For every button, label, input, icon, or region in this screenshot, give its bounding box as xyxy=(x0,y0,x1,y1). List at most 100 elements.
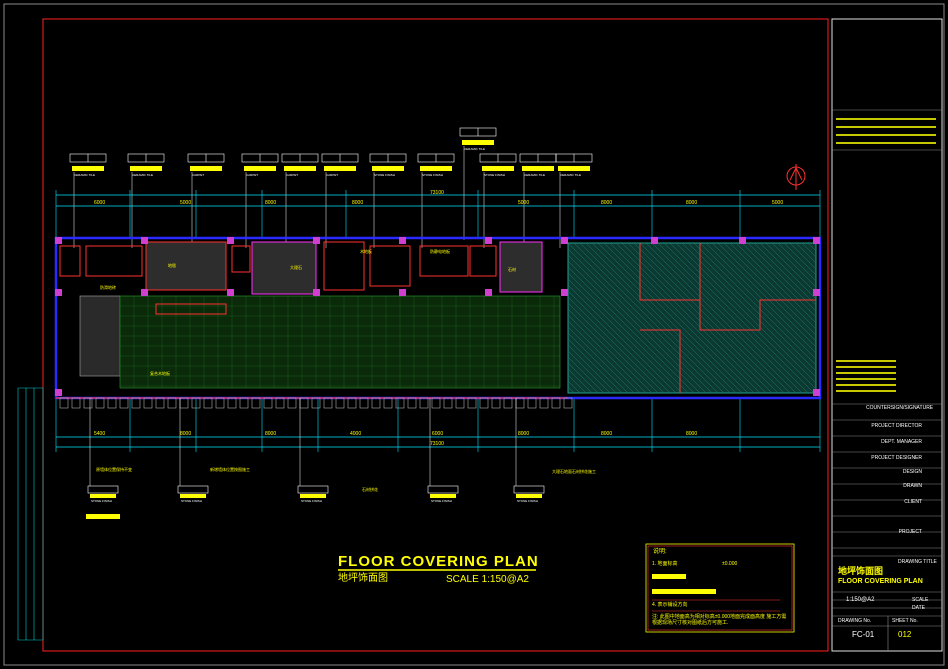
tag-bottom-label-4: STONE FINISH xyxy=(517,499,538,503)
facade-panel xyxy=(395,397,405,409)
hatch-line xyxy=(747,243,816,312)
hatch-line xyxy=(568,338,623,393)
structural-column xyxy=(399,237,406,244)
bottom-tag-box xyxy=(427,485,459,494)
tag-top-label-6: STONE FINISH xyxy=(374,173,395,177)
tag-top-label-1: CERAMIC TILE xyxy=(132,173,153,177)
facade-panel xyxy=(59,397,69,409)
tag-top-label-3: CARPET xyxy=(246,173,259,177)
dimension-bottom-6: 8000 xyxy=(601,431,613,437)
sheet-border xyxy=(42,18,829,652)
hatch-line xyxy=(597,243,749,393)
floor-plan xyxy=(54,236,822,409)
facade-panel xyxy=(491,397,501,409)
material-tag-bar xyxy=(482,166,514,171)
material-tag-bar xyxy=(462,140,494,145)
hatch-line xyxy=(771,243,816,288)
material-tag-bar xyxy=(284,166,316,171)
facade-panel xyxy=(539,397,549,409)
facade-panel xyxy=(203,397,213,409)
hatch-line xyxy=(777,243,816,282)
material-tag-bar xyxy=(130,166,162,171)
legend-elev: ±0.000 xyxy=(722,561,738,567)
hatch-line xyxy=(729,243,816,330)
hatch-line xyxy=(675,243,816,384)
hatch-line xyxy=(621,243,773,393)
tb-field-label-0: PROJECT DIRECTOR xyxy=(871,423,922,429)
facade-panel xyxy=(263,397,273,409)
hatch-area-left xyxy=(79,295,121,377)
bottom-tag-box xyxy=(87,485,119,494)
structural-column xyxy=(485,289,492,296)
tag-bottom-label-1: STONE FINISH xyxy=(181,499,202,503)
structural-column xyxy=(813,389,820,396)
facade-panel xyxy=(239,397,249,409)
drawing-title-cn: 地坪饰面图 xyxy=(338,573,388,584)
facade-panel xyxy=(119,397,129,409)
facade-panel xyxy=(167,397,177,409)
bottom-tag-bar xyxy=(516,494,542,498)
hatch-line xyxy=(789,243,816,270)
hatch-line xyxy=(615,243,767,393)
hatch-line xyxy=(568,266,695,393)
bottom-tag-bar xyxy=(430,494,456,498)
hatch-line xyxy=(681,243,816,378)
hatch-line xyxy=(711,243,816,348)
dimension-top-6: 8000 xyxy=(686,200,698,206)
hatch-line xyxy=(568,332,629,393)
dimension-top-4: 5000 xyxy=(518,200,530,206)
facade-panel xyxy=(227,397,237,409)
tb-countersign: COUNTERSIGN/SIGNATURE xyxy=(866,405,934,411)
tb-field-label-2: PROJECT DESIGNER xyxy=(871,455,922,461)
hatch-line xyxy=(568,314,647,393)
facade-panel xyxy=(155,397,165,409)
hatch-line xyxy=(693,243,816,366)
total-dimension-top: 73100 xyxy=(430,190,444,196)
structural-column xyxy=(55,289,62,296)
tb-field-label-1: DEPT. MANAGER xyxy=(881,439,922,445)
material-tag-bar xyxy=(72,166,104,171)
structural-column xyxy=(813,289,820,296)
hatch-line xyxy=(591,243,743,393)
facade-panel xyxy=(407,397,417,409)
hatch-line xyxy=(568,296,665,393)
tb-drawing-title-label: DRAWING TITLE xyxy=(898,559,937,565)
material-tag-bar xyxy=(324,166,356,171)
hatch-line xyxy=(568,302,659,393)
tag-top-label-9: CERAMIC TILE xyxy=(524,173,545,177)
title-block-yellow-blocks xyxy=(836,118,936,392)
facade-panel xyxy=(347,397,357,409)
bottom-tag-box xyxy=(297,485,329,494)
hatch-line xyxy=(801,243,816,258)
structural-column xyxy=(313,289,320,296)
hatch-line xyxy=(568,320,641,393)
facade-panel xyxy=(143,397,153,409)
tb-drawing-no-label: DRAWING No. xyxy=(838,618,872,624)
tag-top-label-4: CARPET xyxy=(286,173,299,177)
tag-top-label-10: CERAMIC TILE xyxy=(560,173,581,177)
facade-panel xyxy=(287,397,297,409)
bottom-note-0: 原墙体位置保持不变 xyxy=(96,467,132,472)
legend-title: 说明: xyxy=(653,549,667,555)
corridor-grid xyxy=(119,295,561,389)
hatch-line xyxy=(568,290,671,393)
facade-panel xyxy=(131,397,141,409)
facade-panel xyxy=(251,397,261,409)
tag-top-label-11: CERAMIC TILE xyxy=(464,147,485,151)
bottom-tag-bar xyxy=(180,494,206,498)
material-tag-bar xyxy=(558,166,590,171)
hatch-line xyxy=(573,243,725,393)
tb-date-label: DATE xyxy=(912,605,925,611)
tag-top-label-0: CERAMIC TILE xyxy=(74,173,95,177)
facade-panel xyxy=(383,397,393,409)
dimension-top-3: 8000 xyxy=(352,200,364,206)
material-callout-6: 复合木地板 xyxy=(150,371,170,376)
structural-column xyxy=(227,289,234,296)
structural-column xyxy=(55,389,62,396)
facade-panel xyxy=(455,397,465,409)
facade-panel xyxy=(311,397,321,409)
facade-panel xyxy=(551,397,561,409)
material-callout-4: 防静电地板 xyxy=(430,249,450,254)
hatch-line xyxy=(568,344,617,393)
tag-bottom-label-2: STONE FINISH xyxy=(301,499,322,503)
